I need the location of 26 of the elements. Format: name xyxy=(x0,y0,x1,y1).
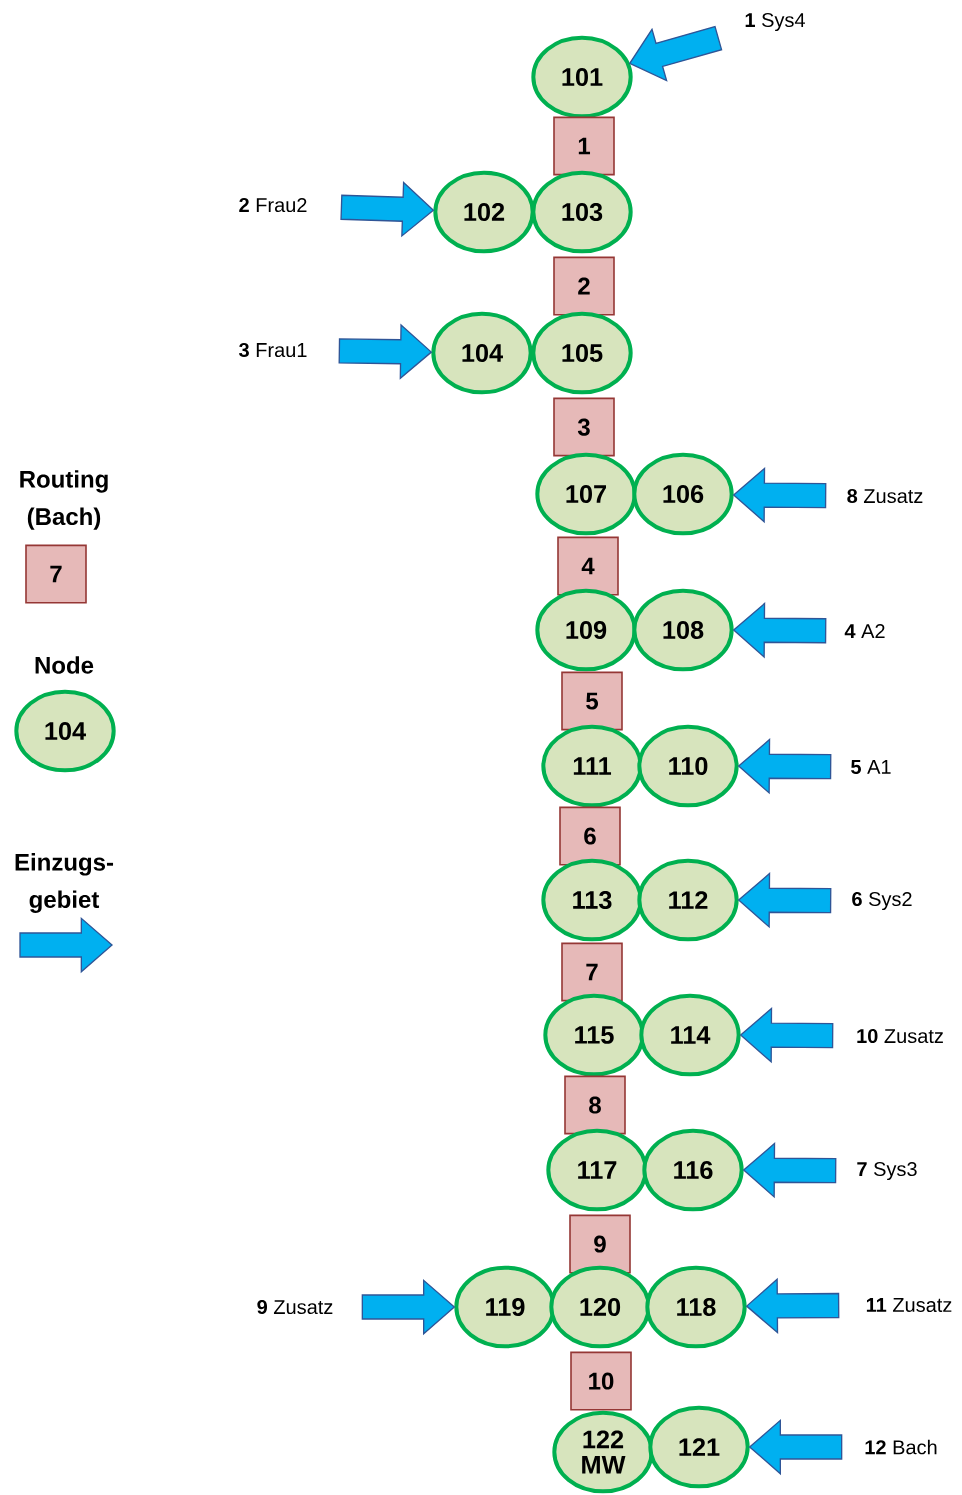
routing-square: 8 xyxy=(564,1075,626,1135)
routing-square: 7 xyxy=(25,544,87,604)
catchment-label: 1 Sys4 xyxy=(745,12,805,32)
catchment-label: 12 Bach xyxy=(865,1439,937,1455)
routing-square: 1 xyxy=(553,116,615,176)
catchment-label: 7 Sys3 xyxy=(857,1161,917,1181)
legend-heading: Routing (Bach) xyxy=(20,470,108,530)
catchment-label: 2 Frau2 xyxy=(239,197,307,213)
legend-heading: Einzugs- gebiet xyxy=(15,853,114,913)
catchment-label: 3 Frau1 xyxy=(239,342,307,358)
catchment-label: 10 Zusatz xyxy=(857,1028,943,1044)
catchment-label: 4 A2 xyxy=(844,624,885,638)
routing-square: 3 xyxy=(553,397,615,457)
routing-square: 7 xyxy=(561,942,623,1002)
catchment-label: 5 A1 xyxy=(851,760,891,774)
catchment-label: 6 Sys2 xyxy=(852,891,912,911)
catchment-label: 11 Zusatz xyxy=(866,1298,952,1312)
catchment-label: 9 Zusatz xyxy=(257,1299,333,1315)
routing-square: 2 xyxy=(553,256,615,316)
routing-square: 10 xyxy=(570,1351,632,1411)
routing-square: 4 xyxy=(557,536,619,596)
catchment-label: 8 Zusatz xyxy=(847,488,923,504)
routing-square: 6 xyxy=(559,806,621,866)
legend-heading: Node xyxy=(35,656,94,674)
routing-square: 5 xyxy=(561,671,623,731)
routing-square: 9 xyxy=(569,1214,631,1274)
